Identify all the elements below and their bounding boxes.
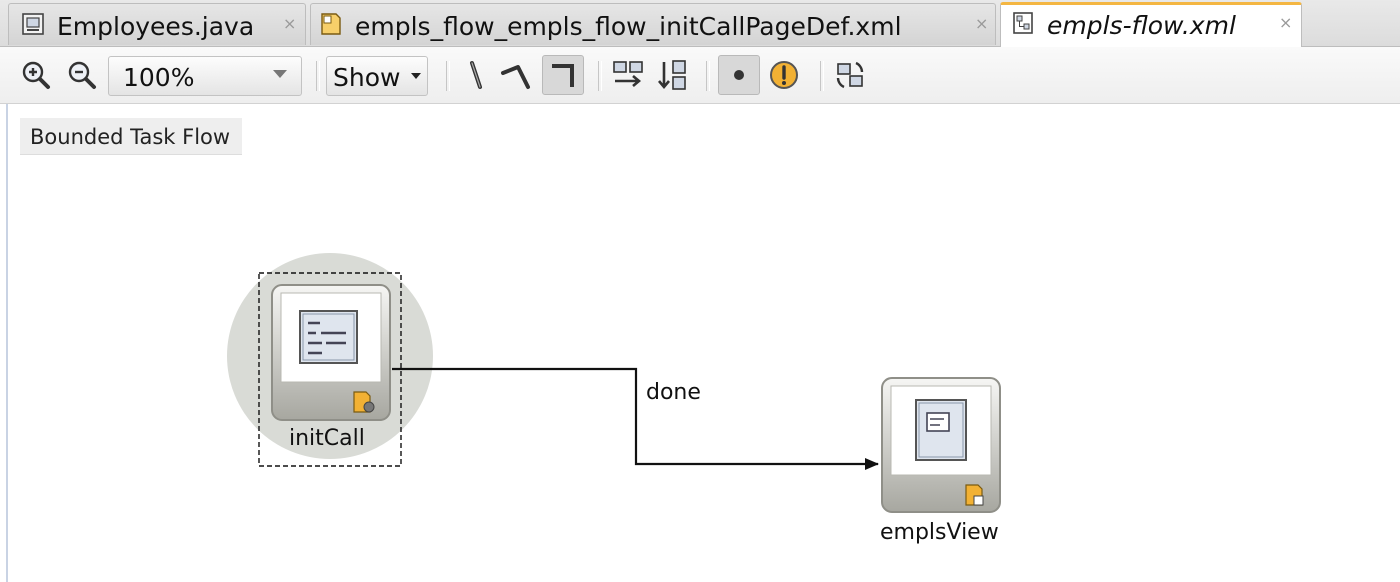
tab-label: empls_flow_empls_flow_initCallPageDef.xm…	[355, 12, 902, 41]
close-icon[interactable]: ×	[975, 14, 989, 33]
view-page-icon	[915, 399, 967, 461]
node-emplsview[interactable]	[881, 377, 1001, 513]
zoom-level-value: 100%	[123, 63, 195, 92]
toolbar-separator	[820, 61, 824, 91]
flow-type-label: Bounded Task Flow	[30, 125, 231, 149]
tab-page-def-xml[interactable]: empls_flow_empls_flow_initCallPageDef.xm…	[310, 3, 996, 45]
toolbar-separator	[446, 61, 450, 91]
refresh-icon[interactable]	[834, 59, 866, 91]
layout-horizontal-icon[interactable]	[612, 59, 644, 91]
node-label-emplsview: emplsView	[880, 520, 999, 545]
show-menu-label: Show	[333, 63, 401, 92]
default-activity-icon	[734, 70, 744, 80]
page-def-icon	[321, 13, 341, 35]
toolbar-separator	[598, 61, 602, 91]
java-file-icon	[22, 13, 44, 35]
oblique-line-icon[interactable]	[500, 59, 532, 91]
left-edge-rail	[6, 104, 8, 582]
zoom-in-icon[interactable]	[20, 59, 52, 91]
close-icon[interactable]: ×	[283, 14, 297, 33]
orthogonal-line-toggle[interactable]	[542, 55, 584, 95]
toolbar-separator	[706, 61, 710, 91]
node-label-initcall: initCall	[289, 426, 365, 451]
orthogonal-line-icon	[552, 64, 574, 87]
node-initcall[interactable]	[271, 284, 391, 421]
caret-down-icon	[411, 73, 421, 79]
default-activity-toggle[interactable]	[718, 55, 760, 95]
toolbar-separator	[316, 61, 320, 91]
tab-label: empls-flow.xml	[1047, 11, 1236, 40]
tab-label: Employees.java	[57, 12, 255, 41]
exception-handler-icon[interactable]	[768, 59, 800, 91]
tab-empls-flow-xml[interactable]: empls-flow.xml ×	[1000, 2, 1302, 47]
show-menu-button[interactable]: Show	[326, 56, 428, 96]
flow-type-banner: Bounded Task Flow	[20, 118, 242, 155]
editor-tab-bar: Employees.java × empls_flow_empls_flow_i…	[0, 0, 1400, 47]
chevron-down-icon	[273, 70, 287, 78]
zoom-level-select[interactable]: 100%	[108, 56, 302, 96]
page-definition-badge-icon	[353, 391, 375, 413]
zoom-out-icon[interactable]	[66, 59, 98, 91]
task-flow-file-icon	[1013, 12, 1033, 34]
control-flow-edge-done[interactable]	[392, 367, 879, 470]
layout-vertical-icon[interactable]	[656, 59, 688, 91]
straight-line-icon[interactable]	[460, 59, 492, 91]
tab-employees-java[interactable]: Employees.java ×	[8, 3, 306, 45]
close-icon[interactable]: ×	[1279, 13, 1293, 32]
page-definition-badge-icon	[965, 484, 984, 506]
diagram-toolbar: 100% Show	[0, 47, 1400, 104]
method-call-icon	[299, 310, 358, 364]
edge-label-done: done	[646, 380, 701, 405]
